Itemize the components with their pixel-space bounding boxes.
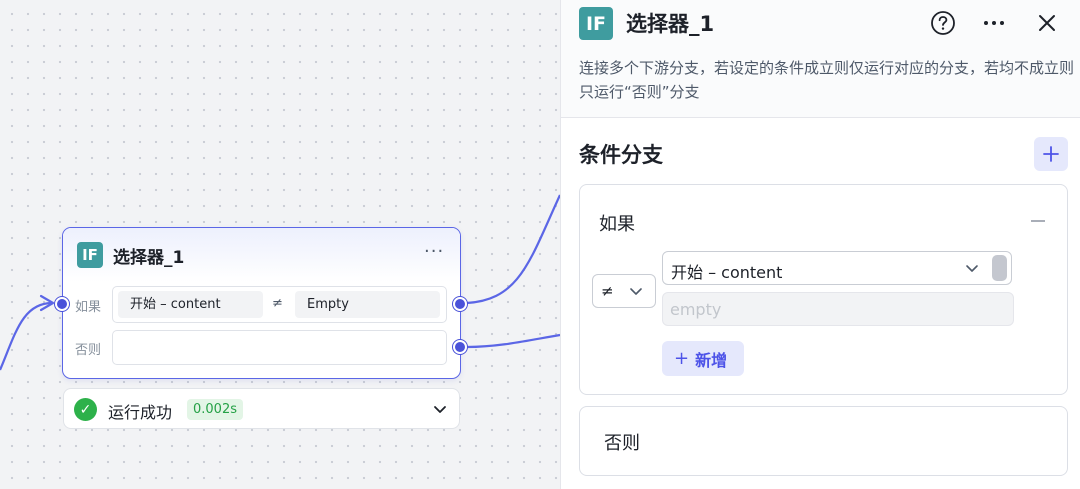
run-status-bar[interactable]: ✓ 运行成功 0.002s: [63, 388, 460, 429]
more-options-icon[interactable]: [981, 10, 1007, 36]
if-branch-card: 如果 ≠ 开始 – content empty + 新增: [579, 184, 1068, 395]
help-icon[interactable]: [930, 10, 956, 36]
add-condition-button[interactable]: + 新增: [662, 341, 744, 376]
node-else-label: 否则: [75, 343, 102, 358]
else-output-port[interactable]: [453, 340, 467, 354]
if-panel-icon: IF: [579, 7, 613, 40]
collapse-icon[interactable]: [1031, 220, 1045, 222]
add-branch-button[interactable]: [1034, 137, 1068, 171]
node-if-label: 如果: [75, 300, 102, 315]
section-title: 条件分支: [579, 143, 663, 167]
operator-select[interactable]: ≠: [592, 274, 656, 308]
selector-node[interactable]: IF 选择器_1 ··· 如果 开始 – content ≠ Empty 否则: [62, 227, 461, 379]
node-else-row[interactable]: [112, 330, 447, 365]
chevron-down-icon: [966, 265, 978, 272]
panel-header: IF 选择器_1 连接多个下游分支，若设定的条件成立则仅运行对应的分支，若均不成…: [561, 0, 1080, 118]
plus-icon: +: [674, 348, 690, 369]
value-input[interactable]: empty: [662, 292, 1014, 326]
else-branch-label: 否则: [604, 433, 640, 454]
else-output-edge: [466, 333, 561, 349]
node-header: [63, 228, 460, 282]
condition-value-chip: Empty: [295, 291, 440, 318]
panel-title[interactable]: 选择器_1: [626, 12, 715, 36]
node-condition-row[interactable]: 开始 – content ≠ Empty: [112, 286, 447, 323]
node-more-icon[interactable]: ···: [424, 241, 445, 262]
panel-description: 连接多个下游分支，若设定的条件成立则仅运行对应的分支，若均不成立则只运行“否则”…: [579, 59, 1075, 101]
chevron-down-icon[interactable]: [431, 400, 449, 418]
plus-icon: [1043, 146, 1059, 162]
not-equal-icon: ≠: [272, 296, 283, 311]
variable-select[interactable]: 开始 – content: [662, 251, 1012, 285]
scrollbar-thumb[interactable]: [992, 255, 1007, 281]
run-time-badge: 0.002s: [187, 399, 243, 420]
add-condition-label: 新增: [695, 350, 728, 370]
if-branch-label: 如果: [599, 214, 635, 235]
if-output-port[interactable]: [453, 297, 467, 311]
success-check-icon: ✓: [74, 398, 97, 421]
close-icon[interactable]: [1034, 10, 1060, 36]
value-input-placeholder: empty: [670, 300, 722, 319]
run-status-text: 运行成功: [108, 403, 173, 422]
incoming-edge: [0, 301, 53, 371]
incoming-arrow: [39, 294, 55, 312]
else-branch-card: 否则: [579, 406, 1068, 476]
if-node-icon: IF: [77, 242, 103, 268]
input-port[interactable]: [55, 297, 69, 311]
node-title: 选择器_1: [113, 248, 185, 268]
variable-select-value: 开始 – content: [671, 263, 783, 282]
node-settings-panel: IF 选择器_1 连接多个下游分支，若设定的条件成立则仅运行对应的分支，若均不成…: [560, 0, 1080, 489]
if-output-edge: [466, 194, 561, 305]
chevron-down-icon: [630, 288, 642, 295]
not-equal-icon: ≠: [601, 282, 614, 300]
condition-variable-chip: 开始 – content: [118, 291, 263, 318]
